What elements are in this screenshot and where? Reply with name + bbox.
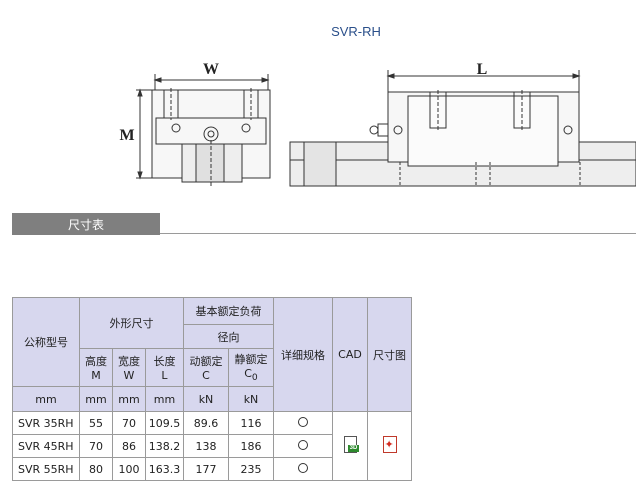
col-header-model: 公称型号 <box>12 297 80 387</box>
unit-mm: mm <box>112 386 146 412</box>
spec-link-cell <box>273 434 333 458</box>
col-header-radial: 径向 <box>183 324 274 349</box>
drawing-cell: ✦ <box>367 411 412 481</box>
dimension-m-label: M <box>119 127 134 144</box>
col-header-rated: 基本额定负荷 <box>183 297 274 325</box>
section-divider <box>160 233 636 234</box>
cell-c: 89.6 <box>183 411 229 435</box>
section-title: 尺寸表 <box>68 218 105 232</box>
dimension-w-label: W <box>203 61 219 78</box>
unit-mm: mm <box>12 386 80 412</box>
col-header-spec: 详细规格 <box>273 297 333 412</box>
section-header-bar: 尺寸表 <box>12 213 160 235</box>
front-view <box>136 74 271 188</box>
table-row: SVR 35RH 55 70 109.5 89.6 116 3D ✦ <box>12 411 412 481</box>
cell-l: 109.5 <box>145 411 184 435</box>
unit-mm: mm <box>145 386 184 412</box>
cell-model: SVR 55RH <box>12 457 80 481</box>
cell-c: 177 <box>183 457 229 481</box>
spec-circle-icon[interactable] <box>298 416 308 427</box>
unit-mm: mm <box>79 386 113 412</box>
table-row: SVR 45RH 70 86 138.2 138 186 <box>12 434 412 458</box>
spec-link-cell <box>273 411 333 435</box>
unit-kn: kN <box>183 386 229 412</box>
cell-l: 138.2 <box>145 434 184 458</box>
cell-l: 163.3 <box>145 457 184 481</box>
spec-circle-icon[interactable] <box>298 439 308 450</box>
cell-m: 70 <box>79 434 113 458</box>
cell-model: SVR 45RH <box>12 434 80 458</box>
cell-m: 80 <box>79 457 113 481</box>
col-header-drawing: 尺寸图 <box>367 297 412 412</box>
cell-c0: 116 <box>228 411 274 435</box>
cad-3d-file-icon[interactable]: 3D <box>342 435 359 454</box>
technical-drawing: W M L <box>119 61 636 188</box>
cell-c: 138 <box>183 434 229 458</box>
dimension-l-label: L <box>477 61 488 78</box>
cell-m: 55 <box>79 411 113 435</box>
col-header-outer: 外形尺寸 <box>79 297 184 349</box>
cad-cell: 3D <box>332 411 368 481</box>
col-header-cad: CAD <box>332 297 368 412</box>
unit-kn: kN <box>228 386 274 412</box>
cell-w: 100 <box>112 457 146 481</box>
spec-link-cell <box>273 457 333 481</box>
cell-w: 70 <box>112 411 146 435</box>
cell-c0: 186 <box>228 434 274 458</box>
cell-model: SVR 35RH <box>12 411 80 435</box>
page-title: SVR-RH <box>331 24 381 39</box>
spec-circle-icon[interactable] <box>298 462 308 473</box>
side-view <box>289 70 636 187</box>
pdf-file-icon[interactable]: ✦ <box>382 436 397 453</box>
cell-c0: 235 <box>228 457 274 481</box>
cell-w: 86 <box>112 434 146 458</box>
table-row: SVR 55RH 80 100 163.3 177 235 <box>12 457 412 481</box>
